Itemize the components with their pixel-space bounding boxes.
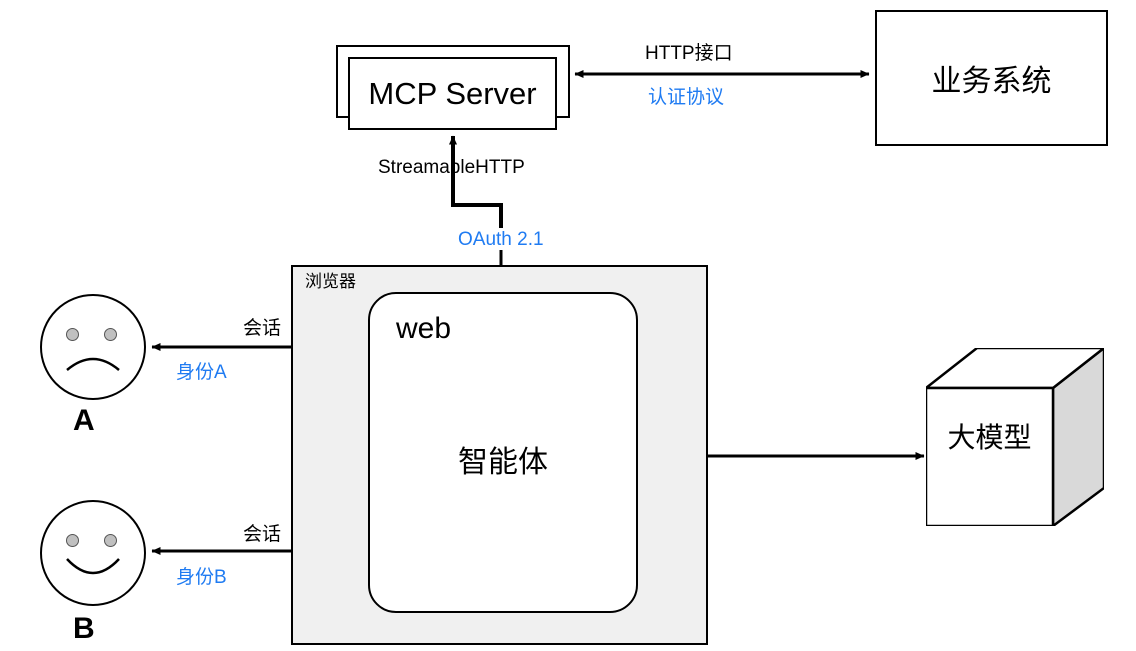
eye-left-icon: [66, 534, 79, 547]
llm-node[interactable]: 大模型: [922, 345, 1108, 529]
edge-label-auth-protocol: 认证协议: [648, 87, 725, 108]
eye-left-icon: [66, 328, 79, 341]
business-system-node[interactable]: 业务系统: [875, 10, 1108, 146]
edge-label-session-a: 会话: [243, 318, 282, 339]
mcp-server-node[interactable]: MCP Server: [348, 57, 557, 130]
eye-right-icon: [104, 328, 117, 341]
actor-a-name: A: [73, 404, 95, 437]
actor-a-face-icon[interactable]: [40, 294, 146, 400]
eye-right-icon: [104, 534, 117, 547]
edge-label-session-b: 会话: [243, 524, 282, 545]
edge-label-oauth: OAuth 2.1: [458, 229, 544, 250]
edge-browser-mcp-elbow: [451, 190, 503, 228]
actor-b-name: B: [73, 612, 95, 645]
frown-mouth-icon: [66, 357, 120, 371]
agent-node[interactable]: [368, 292, 638, 613]
web-label: web: [396, 312, 452, 345]
edge-label-identity-b: 身份B: [176, 567, 227, 588]
actor-b-face-icon[interactable]: [40, 500, 146, 606]
cube-icon: [922, 345, 1108, 529]
edge-label-identity-a: 身份A: [176, 362, 227, 383]
browser-label: 浏览器: [305, 272, 356, 291]
edge-label-streamable-http: StreamableHTTP: [378, 157, 525, 178]
edge-label-http-interface: HTTP接口: [645, 43, 733, 64]
business-system-label: 业务系统: [931, 65, 1052, 98]
agent-label: 智能体: [458, 446, 548, 479]
llm-label: 大模型: [947, 422, 1032, 453]
mcp-server-label: MCP Server: [368, 75, 537, 111]
smile-mouth-icon: [66, 558, 120, 575]
